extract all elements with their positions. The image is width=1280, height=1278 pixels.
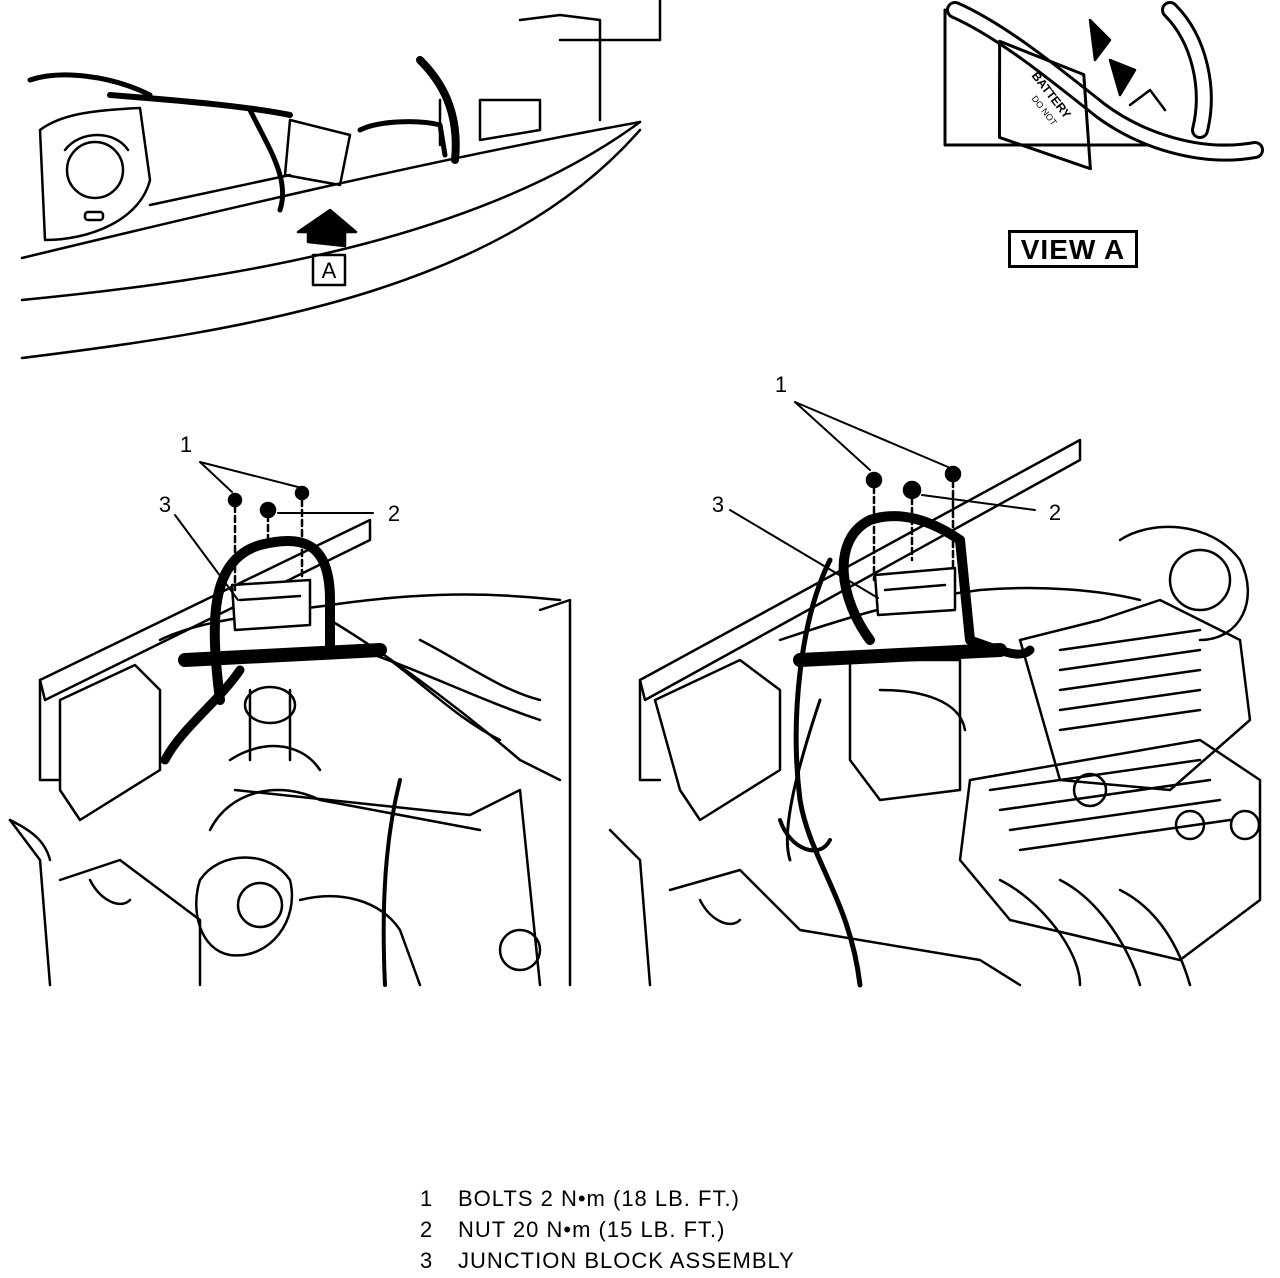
callout-left-3: 3 <box>159 492 171 517</box>
legend-number: 2 <box>420 1217 434 1242</box>
callout-right-2: 2 <box>1049 500 1061 525</box>
legend-item: 2 NUT 20 N•m (15 LB. FT.) <box>420 1214 795 1245</box>
engine-view-right <box>608 401 1262 988</box>
callout-right-1: 1 <box>775 372 787 397</box>
fender-overview: A <box>20 0 662 360</box>
legend-item: 1 BOLTS 2 N•m (18 LB. FT.) <box>420 1183 795 1214</box>
view-a-detail: BATTERY DO NOT <box>943 1 1264 171</box>
engine-view-left <box>8 461 572 987</box>
legend: 1 BOLTS 2 N•m (18 LB. FT.) 2 NUT 20 N•m … <box>420 1183 795 1276</box>
legend-item: 3 JUNCTION BLOCK ASSEMBLY <box>420 1245 795 1276</box>
view-a-arrow-letter: A <box>322 258 337 283</box>
callout-right-3: 3 <box>712 492 724 517</box>
legend-text: NUT 20 N•m (15 LB. FT.) <box>458 1217 726 1242</box>
legend-text: BOLTS 2 N•m (18 LB. FT.) <box>458 1186 740 1211</box>
legend-number: 1 <box>420 1186 434 1211</box>
callout-left-1: 1 <box>180 432 192 457</box>
callout-left-2: 2 <box>388 501 400 526</box>
view-a-label: VIEW A <box>1008 230 1138 268</box>
legend-text: JUNCTION BLOCK ASSEMBLY <box>458 1248 795 1273</box>
legend-number: 3 <box>420 1248 434 1273</box>
